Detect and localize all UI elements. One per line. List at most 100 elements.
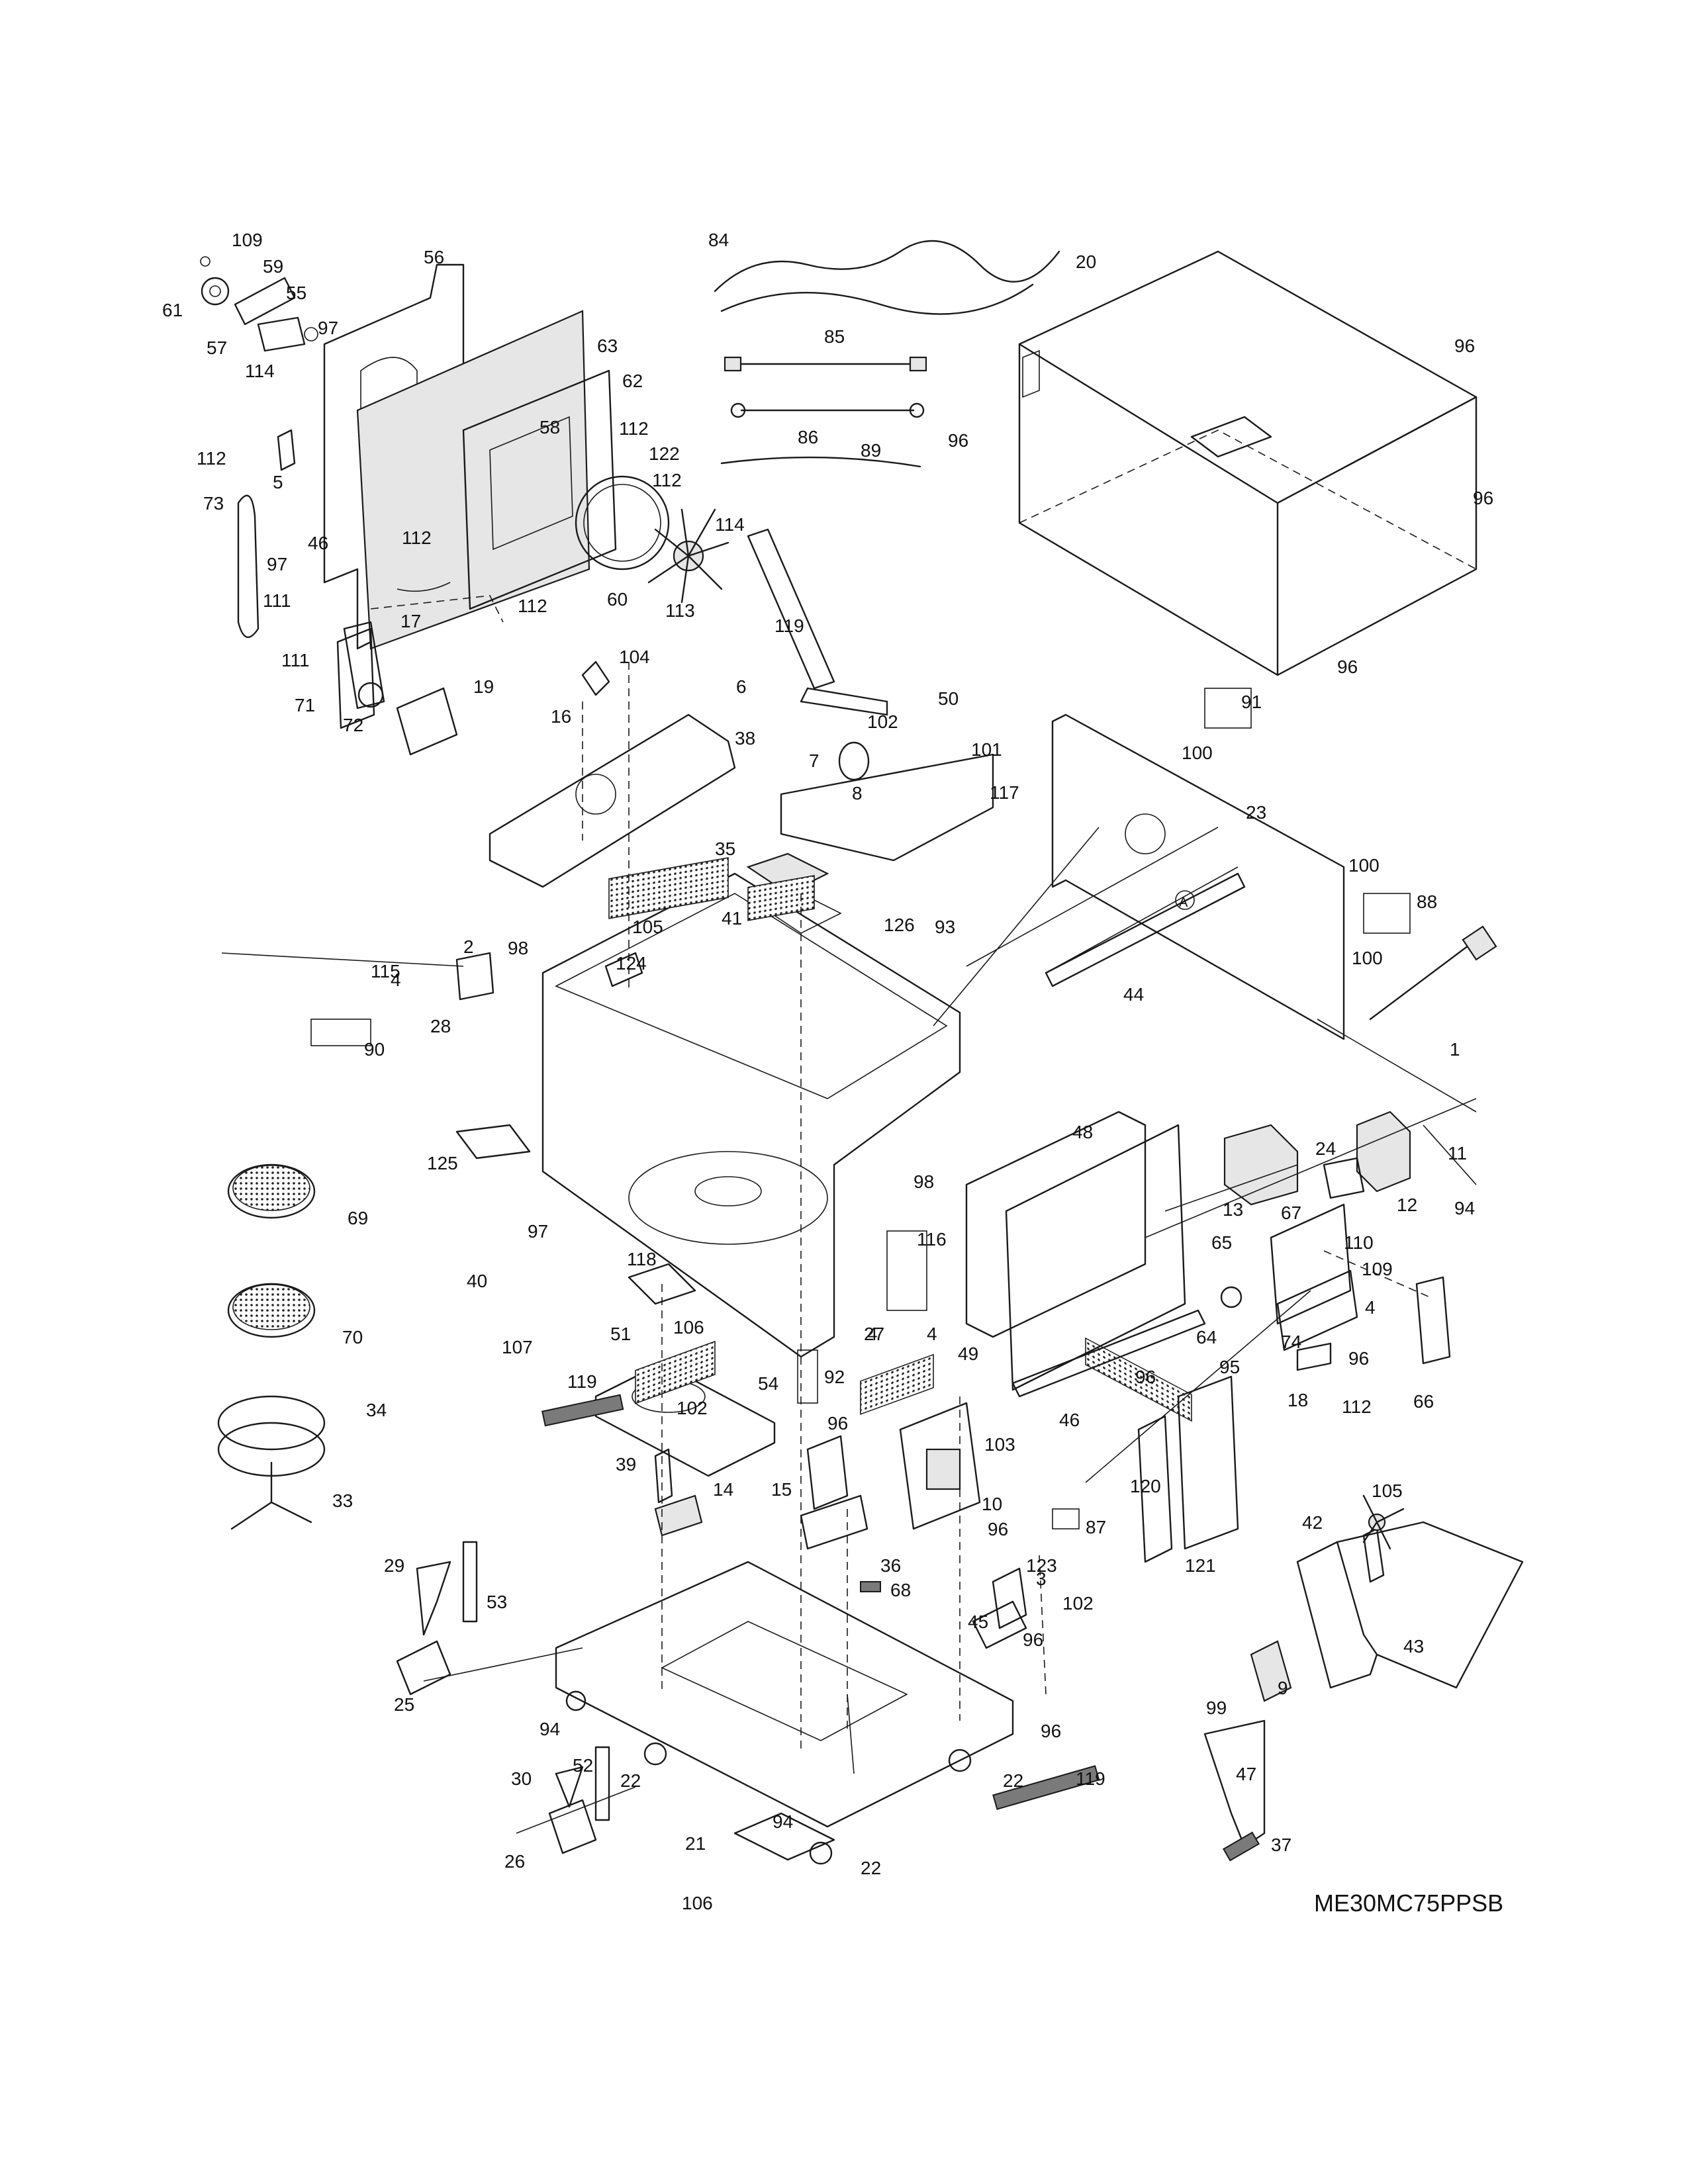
- callout-126: 126: [884, 915, 915, 935]
- callout-87: 87: [1086, 1517, 1106, 1537]
- panel-49: [1005, 1124, 1186, 1391]
- callout-26: 26: [504, 1851, 525, 1872]
- callout-84: 84: [708, 230, 729, 250]
- callout-98b: 98: [914, 1171, 934, 1192]
- callout-59: 59: [263, 256, 283, 277]
- bracket-57: [257, 316, 306, 352]
- callout-97b: 97: [267, 554, 287, 574]
- callout-11: 11: [1448, 1143, 1467, 1163]
- door-panel-63: [356, 310, 590, 650]
- callout-119a: 119: [774, 615, 804, 636]
- callout-33: 33: [332, 1490, 353, 1511]
- coupler-51: [628, 1263, 696, 1305]
- callout-112b: 112: [619, 418, 649, 439]
- latch-assembly-19: [396, 687, 458, 756]
- back-panel-hole: [1125, 813, 1166, 854]
- bracket-117: [780, 753, 994, 862]
- callout-24: 24: [1315, 1138, 1336, 1159]
- callout-97c: 97: [528, 1221, 548, 1242]
- rack-70: [227, 1283, 316, 1338]
- callout-19: 19: [473, 676, 494, 697]
- bracket-67: [1270, 1203, 1352, 1325]
- connector-85-right: [909, 356, 927, 372]
- callout-60: 60: [607, 589, 628, 610]
- callout-114a: 114: [245, 361, 275, 381]
- foot-94: [565, 1690, 586, 1711]
- callout-30: 30: [511, 1768, 532, 1789]
- callout-96j: 96: [1041, 1721, 1061, 1741]
- spring-52: [594, 1746, 610, 1821]
- callout-91: 91: [1241, 692, 1262, 712]
- callout-69: 69: [348, 1208, 368, 1228]
- callout-111b: 111: [281, 650, 310, 670]
- callout-92: 92: [824, 1367, 845, 1387]
- callout-57: 57: [207, 338, 227, 358]
- callout-90: 90: [364, 1039, 385, 1060]
- callout-21: 21: [685, 1833, 706, 1854]
- label-88: [1363, 893, 1411, 934]
- callout-5: 5: [273, 472, 283, 492]
- callout-43: 43: [1403, 1636, 1424, 1657]
- callout-47: 47: [1236, 1764, 1256, 1784]
- oven-cavity: [310, 857, 961, 1358]
- callout-103: 103: [984, 1434, 1015, 1455]
- lever-30: [555, 1766, 584, 1808]
- callout-A: A: [1179, 895, 1188, 910]
- duct-66: [1415, 1276, 1451, 1365]
- foot-64: [1220, 1286, 1243, 1308]
- callout-73: 73: [203, 493, 224, 514]
- cover-121: [1177, 1375, 1239, 1550]
- callout-120: 120: [1130, 1476, 1161, 1496]
- callout-70: 70: [342, 1327, 363, 1347]
- gear-61: [201, 277, 230, 306]
- cover-plate-21b: [733, 1812, 835, 1861]
- callout-7: 7: [809, 751, 820, 771]
- callout-12: 12: [1397, 1195, 1417, 1215]
- hinge-71: [336, 627, 375, 729]
- callout-117: 117: [990, 782, 1019, 803]
- callout-94b: 94: [539, 1719, 560, 1739]
- callout-112f: 112: [1342, 1396, 1372, 1417]
- callout-114b: 114: [715, 514, 745, 535]
- lamp-7: [838, 741, 870, 781]
- base-grid-1: [635, 1340, 716, 1404]
- label-90: [310, 1019, 371, 1046]
- cavity-ceiling: [555, 893, 948, 1099]
- door-inner-62: [462, 369, 617, 610]
- seal-119-left: [541, 1394, 624, 1427]
- callout-119c: 119: [1076, 1768, 1105, 1789]
- callout-112a: 112: [197, 448, 226, 469]
- foot-22c: [809, 1841, 833, 1865]
- transformer-15: [806, 1435, 849, 1510]
- terminal-86-left: [730, 402, 746, 418]
- cover-125: [455, 1124, 531, 1160]
- callout-100c: 100: [1352, 948, 1383, 968]
- latch-5: [277, 429, 296, 471]
- callout-48: 48: [1072, 1122, 1093, 1142]
- callout-102b: 102: [677, 1398, 708, 1418]
- callout-38: 38: [735, 728, 755, 749]
- base-plate-recess: [661, 1621, 908, 1741]
- base-plate-shape: [555, 1561, 1014, 1828]
- transformer-10-core: [925, 1448, 961, 1490]
- callout-14: 14: [713, 1479, 733, 1500]
- rack-70-grid: [232, 1284, 310, 1330]
- thermo-cutout-18: [1296, 1342, 1332, 1371]
- callout-63: 63: [597, 336, 618, 356]
- reference-marker-a: [1175, 890, 1195, 910]
- callout-89: 89: [861, 440, 881, 461]
- callout-96a: 96: [1454, 336, 1475, 356]
- callout-96e: 96: [1348, 1348, 1369, 1369]
- callout-105a: 105: [632, 917, 663, 937]
- cover-38-hole: [575, 774, 616, 815]
- callout-58: 58: [539, 417, 560, 437]
- callout-49: 49: [958, 1343, 978, 1364]
- callout-25: 25: [394, 1694, 414, 1715]
- thermostat-16: [581, 660, 610, 696]
- terminal-86-right: [909, 402, 925, 418]
- callout-99: 99: [1206, 1698, 1227, 1718]
- callout-118: 118: [627, 1249, 657, 1269]
- rack-69-grid: [232, 1165, 310, 1211]
- callout-72: 72: [343, 715, 363, 735]
